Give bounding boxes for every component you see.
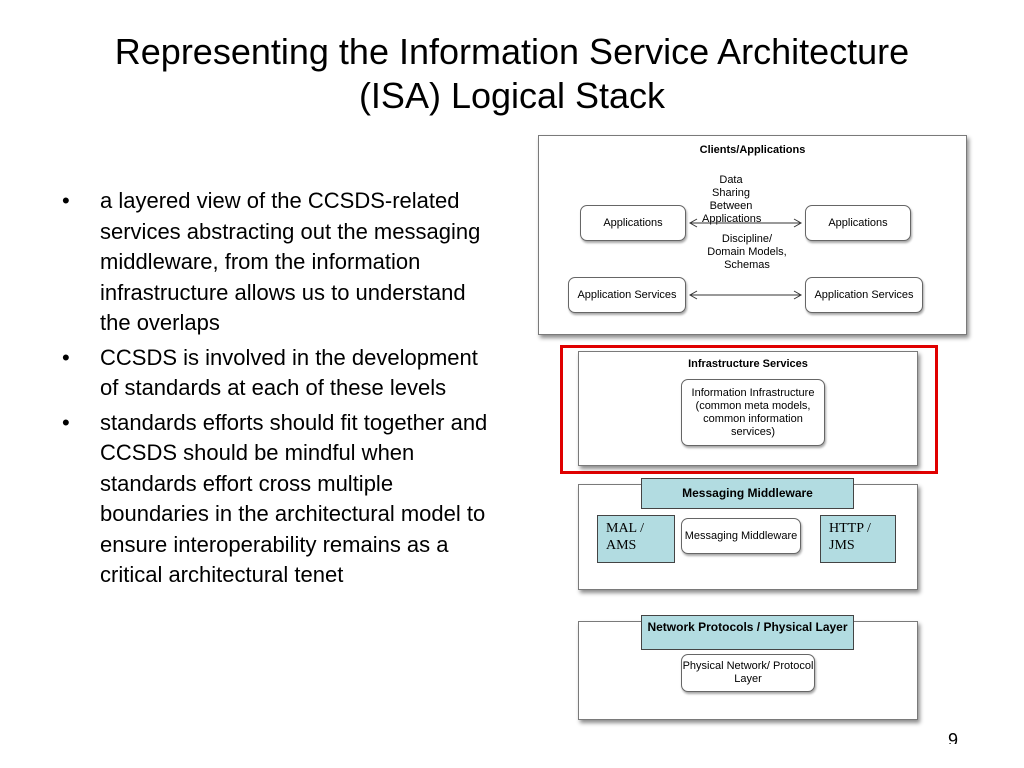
page-number: 9 <box>948 730 959 744</box>
bullet-item: • a layered view of the CCSDS-related se… <box>62 186 502 339</box>
bullet-marker: • <box>62 344 70 370</box>
http-jms-box: HTTP / JMS <box>820 515 896 563</box>
data-sharing-note: Data Sharing Between Applications <box>702 174 762 225</box>
application-services-left-box: Application Services <box>568 277 686 313</box>
slide-title-line-2: (ISA) Logical Stack <box>358 75 666 116</box>
applications-right-box: Applications <box>805 205 911 241</box>
infrastructure-highlight-frame <box>560 345 938 474</box>
bullet-text: a layered view of the CCSDS-related serv… <box>100 188 481 335</box>
bullet-text: standards efforts should fit together an… <box>100 409 488 588</box>
bullet-marker: • <box>62 409 70 435</box>
applications-left-box: Applications <box>580 205 686 241</box>
messaging-middleware-tab: Messaging Middleware <box>641 478 854 509</box>
messaging-middleware-inner-box: Messaging Middleware <box>681 518 801 554</box>
slide-title: Representing the Information Service Arc… <box>40 30 984 118</box>
bullet-item: • CCSDS is involved in the development o… <box>62 343 502 404</box>
network-protocols-tab: Network Protocols / Physical Layer <box>641 615 854 650</box>
information-infrastructure-box: Information Infrastructure (common meta … <box>681 379 825 446</box>
clients-layer-title: Clients/Applications <box>699 144 806 156</box>
bullet-text: CCSDS is involved in the development of … <box>100 344 478 401</box>
slide-title-line-1: Representing the Information Service Arc… <box>114 31 910 72</box>
domain-models-note: Discipline/ Domain Models, Schemas <box>707 233 787 271</box>
physical-network-box: Physical Network/ Protocol Layer <box>681 654 815 692</box>
application-services-right-box: Application Services <box>805 277 923 313</box>
bullet-item: • standards efforts should fit together … <box>62 408 502 591</box>
bullet-marker: • <box>62 188 70 213</box>
bullet-list: • a layered view of the CCSDS-related se… <box>62 186 502 595</box>
infrastructure-layer-title: Infrastructure Services <box>688 358 808 370</box>
mal-ams-box: MAL / AMS <box>597 515 675 563</box>
